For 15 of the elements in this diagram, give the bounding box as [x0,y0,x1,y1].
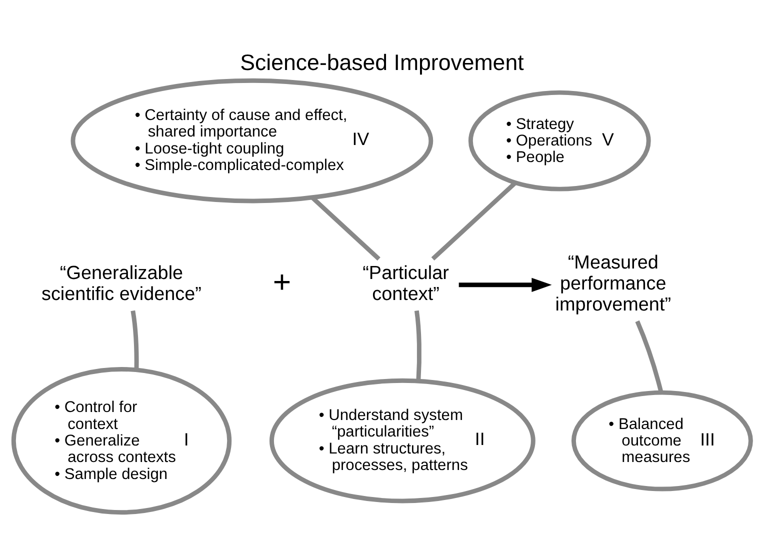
node-text: “Particular context” [362,262,448,305]
label: + [272,264,291,300]
connector [414,310,421,381]
node-text: “Measured performance improvement” [554,252,671,316]
node-text: “Generalizable scientific evidence” [41,262,201,305]
arrow [458,277,552,292]
connector [430,180,516,260]
connector [130,310,138,370]
node-ellipse: • Certainty of cause and effect, shared importance • Loose-tight coupling • Simple-complicated-complex IV [70,78,433,203]
node-ellipse: • Understand system “particularities” • Learn structures, processes, patterns II [268,378,535,503]
diagram-title: Science-based Improvement [240,49,524,74]
node-ellipse: • Balanced outcome measures III [570,390,752,491]
node-ellipse: • Strategy • Operations • People V [468,90,650,191]
connector [634,320,663,393]
node-ellipse: • Control for context • Generalize across contexts • Sample design I [10,366,232,514]
